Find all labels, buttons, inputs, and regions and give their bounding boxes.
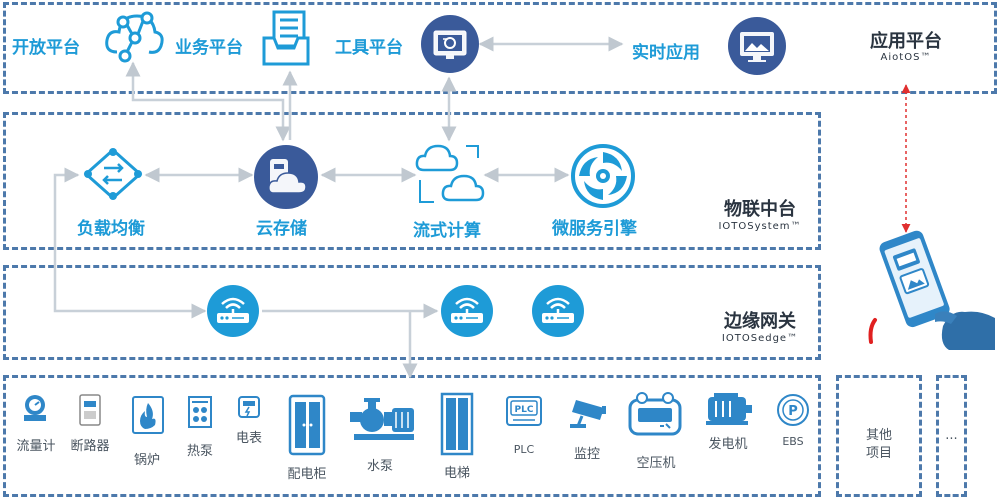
other-projects-line1: 其他 (865, 428, 892, 443)
stream-compute-icon (415, 144, 485, 203)
app-platform-subtitle: AiotOS™ (880, 52, 932, 63)
edge-gateway-title: 边缘网关 (724, 311, 796, 332)
device-label-surveillance: 监控 (573, 447, 600, 462)
device-label-electric-meter: 电表 (235, 431, 262, 446)
device-label-plc: PLC (513, 443, 535, 456)
device-label-elevator: 电梯 (443, 466, 470, 481)
iot-platform-title: 物联中台 (724, 199, 796, 220)
device-label-air-compressor: 空压机 (636, 456, 676, 471)
edge-gateway-subtitle: IOTOSedge™ (721, 333, 799, 344)
device-label-circuit-breaker: 断路器 (70, 439, 110, 454)
label-open-platform: 开放平台 (12, 38, 80, 58)
edge-gateway-layer (3, 265, 821, 360)
air-compressor-icon (628, 392, 682, 436)
cloud-network-icon (105, 11, 164, 63)
label-microservice-engine: 微服务引擎 (552, 219, 637, 239)
load-balancer-icon (83, 147, 143, 201)
device-label-water-pump: 水泵 (366, 459, 393, 474)
device-label-ebs: EBS (782, 435, 804, 448)
heat-pump-icon (188, 396, 212, 428)
label-stream-compute: 流式计算 (413, 221, 481, 241)
device-label-boiler: 锅炉 (133, 453, 160, 468)
realtime-screen-icon (728, 17, 786, 75)
gateway-icon (441, 285, 493, 337)
more-ellipsis: ... (945, 428, 958, 443)
cloud-storage-icon (254, 145, 318, 209)
microservice-engine-icon (571, 144, 635, 208)
label-cloud-storage: 云存储 (256, 219, 307, 239)
iot-platform-layer (3, 112, 821, 250)
device-label-flowmeter: 流量计 (16, 439, 56, 454)
distribution-cabinet-icon (288, 394, 326, 456)
gateway-icon (532, 285, 584, 337)
circuit-breaker-icon (79, 394, 101, 426)
app-platform-title: 应用平台 (870, 31, 942, 52)
iot-platform-subtitle: IOTOSystem™ (718, 221, 802, 232)
generator-icon (706, 393, 752, 425)
device-label-distribution-cabinet: 配电柜 (287, 467, 327, 482)
label-load-balancing: 负载均衡 (77, 219, 145, 239)
other-projects-box (836, 375, 922, 497)
label-tools-platform: 工具平台 (335, 38, 403, 58)
mobile-phone-icon (868, 230, 995, 350)
ebs-icon: P (777, 394, 809, 426)
label-realtime-app: 实时应用 (632, 43, 700, 63)
plc-icon-text: PLC (515, 405, 534, 415)
device-label-generator: 发电机 (708, 437, 748, 452)
document-tray-icon (262, 10, 310, 66)
app-platform-layer (3, 2, 997, 94)
tools-monitor-icon (421, 15, 479, 73)
label-business-platform: 业务平台 (175, 38, 243, 58)
ebs-icon-text: P (788, 404, 798, 419)
device-label-heat-pump: 热泵 (186, 444, 213, 459)
electric-meter-icon (238, 396, 260, 418)
flowmeter-icon (24, 395, 46, 421)
other-projects-line2: 项目 (865, 446, 892, 461)
water-pump-icon (350, 398, 414, 440)
surveillance-camera-icon (570, 400, 606, 428)
boiler-icon (132, 396, 164, 434)
more-box (936, 375, 967, 497)
plc-icon: PLC (506, 396, 542, 426)
elevator-icon (440, 392, 474, 456)
gateway-icon (207, 285, 259, 337)
